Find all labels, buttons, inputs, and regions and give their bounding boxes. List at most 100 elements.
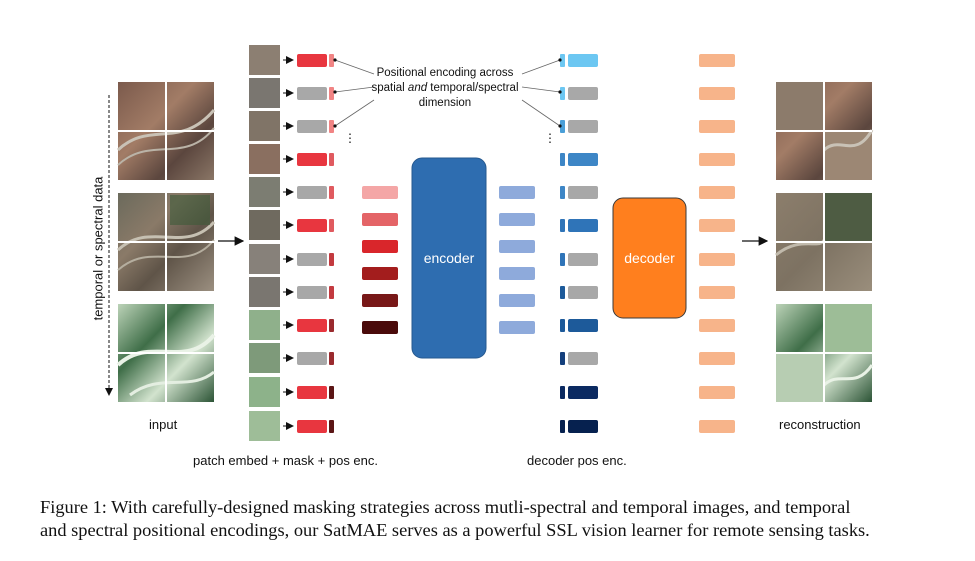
decoder-token-visible bbox=[568, 54, 598, 67]
pos-enc-annotation: Positional encoding across spatial and t… bbox=[360, 66, 530, 111]
decoder-pos-enc-side bbox=[560, 253, 565, 266]
caption-line-2: and spectral positional encodings, our S… bbox=[40, 520, 870, 540]
decoder-pos-enc-side bbox=[560, 54, 565, 67]
decoder-token-masked bbox=[568, 186, 598, 199]
embed-token-masked bbox=[297, 120, 327, 133]
decoder-token-visible bbox=[568, 386, 598, 399]
latent-token bbox=[499, 321, 535, 334]
decoder-output-tokens bbox=[699, 54, 735, 433]
pos-enc-token bbox=[329, 319, 334, 332]
decoder-pos-enc-side bbox=[560, 286, 565, 299]
latent-token bbox=[499, 240, 535, 253]
decoder-output-token bbox=[699, 54, 735, 67]
patch-thumbnail bbox=[249, 78, 280, 108]
pos-enc-pointer-dots bbox=[333, 58, 562, 128]
latent-token bbox=[499, 267, 535, 280]
decoder-token-visible bbox=[568, 420, 598, 433]
embed-token-visible bbox=[297, 386, 327, 399]
decoder-pos-enc-tokens bbox=[560, 54, 598, 433]
decoder-pos-enc-side bbox=[560, 186, 565, 199]
pos-enc-token bbox=[329, 286, 334, 299]
pos-enc-token bbox=[329, 352, 334, 365]
decoder-token-masked bbox=[568, 352, 598, 365]
embed-token-masked bbox=[297, 352, 327, 365]
decoder-pos-enc-side bbox=[560, 386, 565, 399]
decoder-output-token bbox=[699, 120, 735, 133]
encoder-input-token bbox=[362, 294, 398, 307]
ellipsis-left: ⋮ bbox=[344, 131, 356, 145]
decoder-label: decoder bbox=[624, 250, 675, 266]
embed-token-visible bbox=[297, 319, 327, 332]
embed-token-visible bbox=[297, 153, 327, 166]
embed-token-visible bbox=[297, 219, 327, 232]
decoder-output-token bbox=[699, 87, 735, 100]
figure-caption: Figure 1: With carefully-designed maskin… bbox=[40, 496, 940, 542]
pos-enc-token bbox=[329, 87, 334, 100]
temporal-axis-label: temporal or spectral data bbox=[90, 176, 106, 321]
decoder-token-masked bbox=[568, 120, 598, 133]
pos-enc-token bbox=[329, 420, 334, 433]
pos-enc-pointer-lines bbox=[334, 59, 561, 127]
embed-token-masked bbox=[297, 286, 327, 299]
decoder-output-token bbox=[699, 352, 735, 365]
pos-enc-line-3: dimension bbox=[418, 97, 472, 109]
encoder-input-token bbox=[362, 321, 398, 334]
input-image-3 bbox=[116, 304, 216, 402]
pos-enc-token bbox=[329, 219, 334, 232]
decoder-token-visible bbox=[568, 153, 598, 166]
decoder-output-token bbox=[699, 386, 735, 399]
decoder-pos-enc-side bbox=[560, 219, 565, 232]
reconstruction-image-1 bbox=[776, 82, 874, 180]
patch-thumbnail bbox=[249, 177, 280, 207]
input-label: input bbox=[149, 417, 178, 432]
latent-token bbox=[499, 213, 535, 226]
patch-thumbnail bbox=[249, 411, 280, 441]
pos-enc-token bbox=[329, 386, 334, 399]
decoder-pos-enc-side bbox=[560, 153, 565, 166]
pos-enc-token bbox=[329, 253, 334, 266]
decoder-pos-enc-side bbox=[560, 352, 565, 365]
patch-thumbnail bbox=[249, 144, 280, 174]
decoder-pos-enc-side bbox=[560, 87, 565, 100]
embed-token-masked bbox=[297, 87, 327, 100]
pos-enc-token bbox=[329, 120, 334, 133]
pos-enc-line-1: Positional encoding across bbox=[376, 67, 514, 79]
decoder-output-token bbox=[699, 219, 735, 232]
embed-token-masked bbox=[297, 253, 327, 266]
input-image-2 bbox=[116, 193, 216, 291]
reconstruction-image-2 bbox=[775, 193, 872, 291]
encoder-input-token bbox=[362, 240, 398, 253]
pos-enc-token bbox=[329, 54, 334, 67]
patch-thumbnail bbox=[249, 244, 280, 274]
patch-embed-label: patch embed + mask + pos enc. bbox=[193, 453, 378, 468]
decoder-token-masked bbox=[568, 253, 598, 266]
decoder-output-token bbox=[699, 253, 735, 266]
encoder-input-token bbox=[362, 267, 398, 280]
latent-token bbox=[499, 294, 535, 307]
decoder-pos-label: decoder pos enc. bbox=[527, 453, 627, 468]
decoder-token-visible bbox=[568, 219, 598, 232]
decoder-output-token bbox=[699, 153, 735, 166]
pos-enc-token bbox=[329, 186, 334, 199]
latent-tokens bbox=[499, 186, 535, 334]
patch-embed-tokens bbox=[297, 54, 334, 433]
patch-thumbnail bbox=[249, 310, 280, 340]
decoder-token-masked bbox=[568, 87, 598, 100]
encoder-input-token bbox=[362, 186, 398, 199]
decoder-token-masked bbox=[568, 286, 598, 299]
reconstruction-image-stack bbox=[775, 82, 874, 402]
decoder-pos-enc-side bbox=[560, 420, 565, 433]
encoder-input-tokens bbox=[362, 186, 398, 334]
patch-thumbnail bbox=[249, 45, 280, 75]
patch-thumbnail bbox=[249, 377, 280, 407]
ellipsis-right: ⋮ bbox=[544, 131, 556, 145]
decoder-pos-enc-side bbox=[560, 319, 565, 332]
patch-thumbnail bbox=[249, 343, 280, 373]
decoder-output-token bbox=[699, 186, 735, 199]
decoder-token-visible bbox=[568, 319, 598, 332]
patch-thumbnail bbox=[249, 111, 280, 141]
input-image-1 bbox=[116, 82, 216, 180]
embed-token-visible bbox=[297, 420, 327, 433]
latent-token bbox=[499, 186, 535, 199]
